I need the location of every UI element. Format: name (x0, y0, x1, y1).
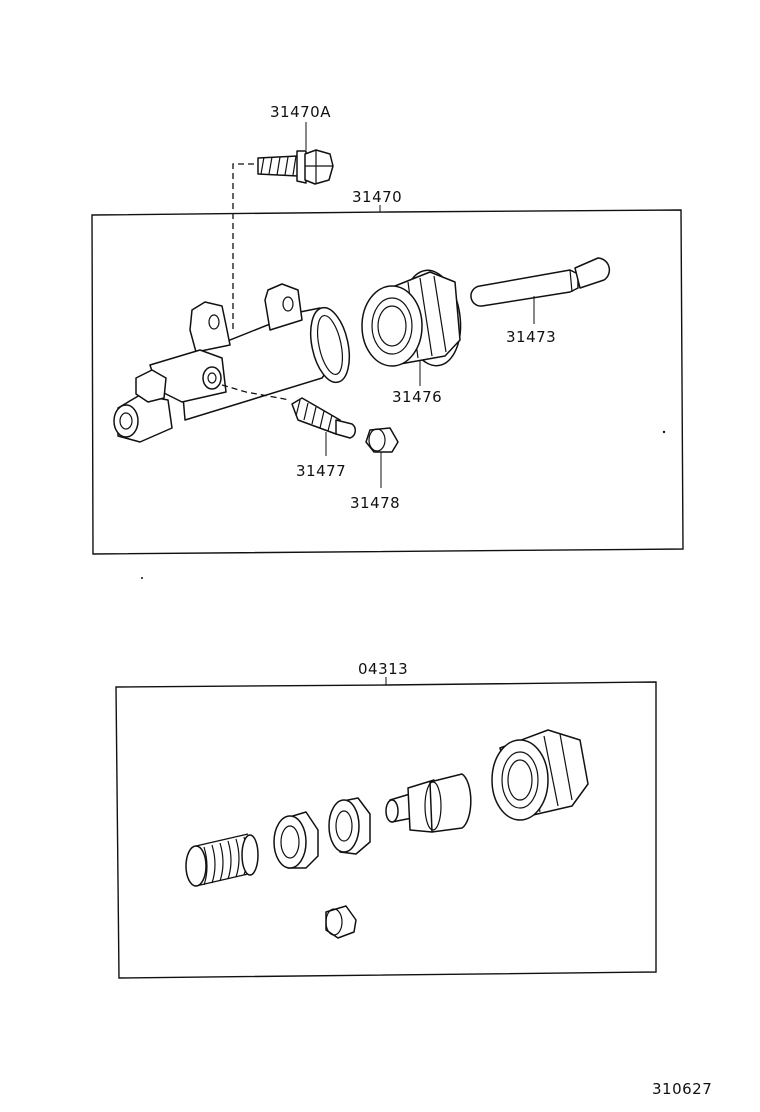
kit-cap[interactable] (325, 905, 357, 939)
cup-seal[interactable] (273, 811, 319, 869)
diagram-code: 310627 (652, 1080, 712, 1098)
label-31478: 31478 (350, 494, 400, 512)
kit-boot[interactable] (491, 729, 589, 821)
kit-frame (115, 681, 657, 979)
bleeder-plug-31477[interactable] (291, 397, 356, 439)
bolt-alignment-line (232, 163, 254, 330)
assembly-frame (91, 209, 684, 555)
spring[interactable] (185, 833, 259, 887)
scan-dot (141, 577, 143, 579)
piston-cup[interactable] (328, 797, 371, 855)
boot-31476[interactable] (361, 267, 466, 370)
bolt-31470a[interactable] (257, 122, 334, 185)
piston[interactable] (385, 773, 472, 833)
label-31476: 31476 (392, 388, 442, 406)
bleeder-alignment-line (221, 384, 291, 401)
scan-dot (662, 430, 666, 434)
push-rod-31473[interactable] (470, 257, 611, 307)
label-31473: 31473 (506, 328, 556, 346)
label-04313: 04313 (358, 660, 408, 678)
cap-31478[interactable] (365, 427, 399, 453)
label-31470: 31470 (352, 188, 402, 206)
label-31470a: 31470A (270, 103, 331, 121)
label-31477: 31477 (296, 462, 346, 480)
release-cylinder-body[interactable] (113, 283, 356, 443)
